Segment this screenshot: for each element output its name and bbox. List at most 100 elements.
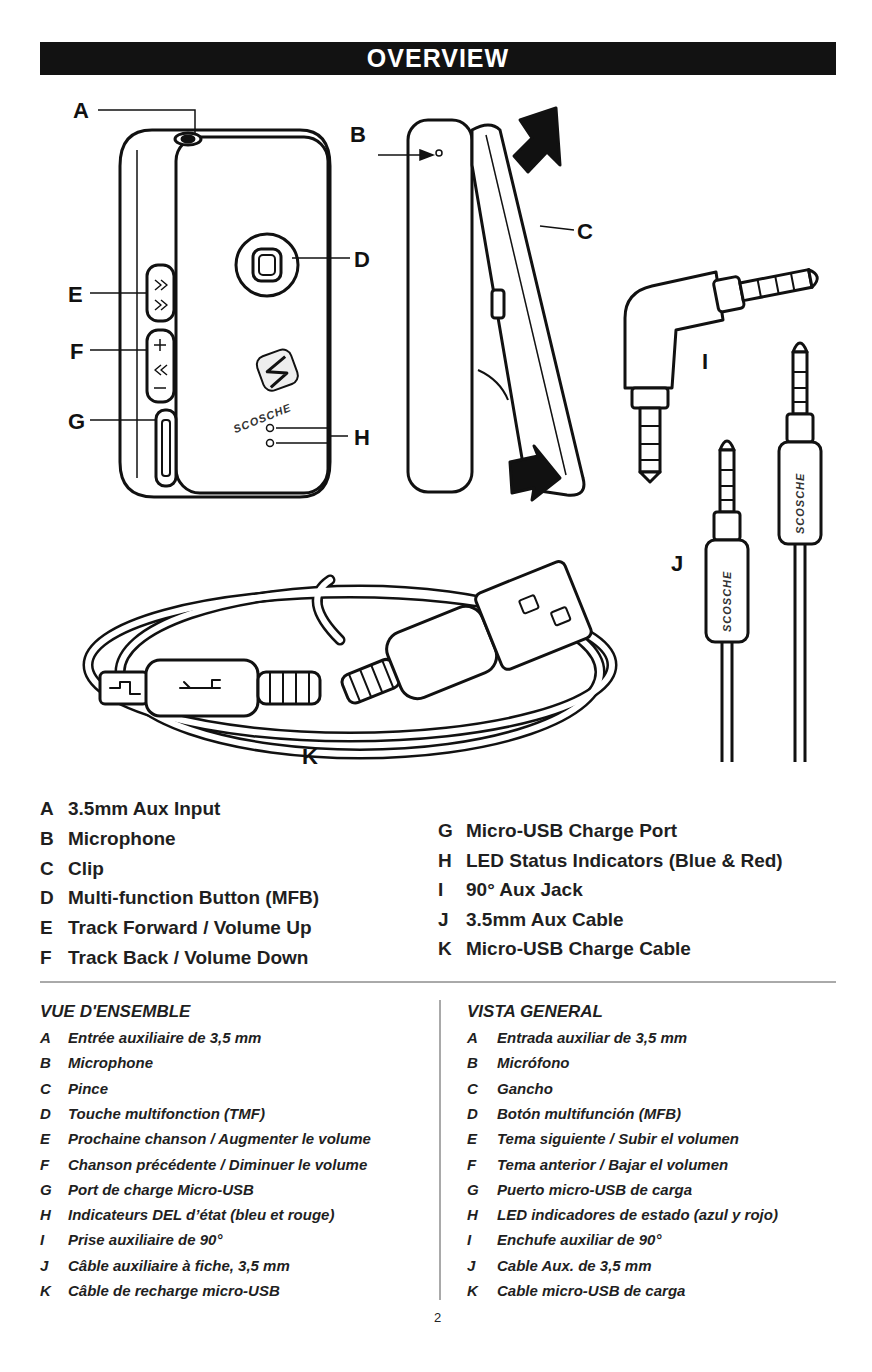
part-letter: E bbox=[467, 1131, 477, 1146]
part-name: Botón multifunción (MFB) bbox=[497, 1106, 681, 1121]
part-name: Port de charge Micro-USB bbox=[68, 1182, 254, 1197]
device-side bbox=[514, 108, 560, 172]
callout-letter: F bbox=[70, 341, 83, 363]
usb-cable bbox=[519, 595, 539, 614]
part-name: Prise auxiliaire de 90° bbox=[68, 1232, 222, 1247]
callout-letter: I bbox=[702, 351, 708, 373]
angled-aux-jack bbox=[640, 426, 660, 460]
device-front bbox=[120, 130, 330, 497]
angled-aux-jack bbox=[640, 472, 660, 482]
part-letter: I bbox=[40, 1232, 44, 1247]
part-letter: K bbox=[467, 1283, 478, 1298]
part-letter: B bbox=[40, 829, 54, 848]
device-front bbox=[175, 133, 201, 145]
device-side bbox=[436, 150, 442, 156]
aux-cable bbox=[720, 470, 734, 500]
part-name: Track Back / Volume Down bbox=[68, 948, 308, 967]
usb-cable bbox=[317, 580, 340, 640]
part-letter: I bbox=[438, 880, 443, 899]
callout-letter: B bbox=[350, 124, 366, 146]
page-title: OVERVIEW bbox=[367, 46, 509, 71]
part-name: Câble de recharge micro-USB bbox=[68, 1283, 280, 1298]
page-rules bbox=[440, 1000, 441, 1300]
part-name: Tema anterior / Bajar el volumen bbox=[497, 1157, 728, 1172]
part-letter: K bbox=[40, 1283, 51, 1298]
device-front bbox=[162, 420, 170, 476]
usb-cable bbox=[330, 559, 593, 729]
callout-letter: D bbox=[354, 249, 370, 271]
usb-cable bbox=[110, 682, 140, 694]
part-letter: E bbox=[40, 918, 53, 937]
leader-lines bbox=[90, 419, 156, 421]
part-letter: J bbox=[438, 910, 449, 929]
title-band: OVERVIEW bbox=[40, 42, 836, 75]
part-letter: B bbox=[467, 1055, 478, 1070]
part-letter: C bbox=[467, 1081, 478, 1096]
part-letter: D bbox=[467, 1106, 478, 1121]
leader-lines bbox=[90, 292, 146, 294]
device-side bbox=[472, 125, 584, 495]
device-side bbox=[478, 370, 508, 400]
device-front bbox=[136, 150, 138, 478]
angled-aux-jack bbox=[809, 268, 819, 287]
callout-letter: A bbox=[73, 100, 89, 122]
usb-cable bbox=[100, 559, 593, 729]
angled-aux-jack bbox=[632, 388, 668, 408]
part-name: Chanson précédente / Diminuer le volume bbox=[68, 1157, 367, 1172]
usb-cable bbox=[88, 559, 612, 754]
brand-logo: SCOSCHE bbox=[795, 473, 806, 534]
part-name: Touche multifonction (TMF) bbox=[68, 1106, 265, 1121]
part-name: Micrófono bbox=[497, 1055, 570, 1070]
part-letter: H bbox=[40, 1207, 51, 1222]
usb-cable bbox=[474, 559, 594, 671]
part-name: Gancho bbox=[497, 1081, 553, 1096]
part-letter: F bbox=[40, 1157, 49, 1172]
leader-lines bbox=[276, 428, 348, 443]
leader-lines bbox=[292, 257, 350, 259]
angled-aux-jack bbox=[758, 273, 795, 297]
part-name: Pince bbox=[68, 1081, 108, 1096]
part-name: 3.5mm Aux Cable bbox=[466, 910, 624, 929]
callout-letter: G bbox=[68, 411, 85, 433]
part-name: Indicateurs DEL d’état (bleu et rouge) bbox=[68, 1207, 334, 1222]
device-front bbox=[254, 347, 300, 393]
part-letter: F bbox=[40, 948, 52, 967]
leader-lines bbox=[90, 349, 146, 351]
device-side bbox=[510, 446, 560, 500]
part-name: Entrada auxiliar de 3,5 mm bbox=[497, 1030, 687, 1045]
device-side bbox=[408, 108, 584, 500]
part-letter: E bbox=[40, 1131, 50, 1146]
aux-cable bbox=[722, 642, 732, 762]
aux-cable bbox=[793, 352, 807, 414]
leader-lines bbox=[540, 226, 574, 230]
leader-lines bbox=[420, 150, 433, 160]
part-name: Microphone bbox=[68, 829, 176, 848]
device-front bbox=[263, 357, 294, 388]
leader-lines bbox=[98, 110, 195, 133]
aux-cable bbox=[779, 442, 821, 544]
part-name: Entrée auxiliaire de 3,5 mm bbox=[68, 1030, 261, 1045]
part-letter: I bbox=[467, 1232, 471, 1247]
part-letter: H bbox=[438, 851, 452, 870]
aux-cable bbox=[787, 414, 813, 442]
device-side bbox=[492, 290, 504, 318]
aux-cable bbox=[793, 372, 807, 402]
leader-lines bbox=[90, 110, 574, 443]
angled-aux-jack bbox=[740, 270, 812, 301]
part-name: 3.5mm Aux Input bbox=[68, 799, 220, 818]
callout-letter: C bbox=[577, 221, 593, 243]
usb-cable bbox=[88, 580, 612, 754]
part-letter: A bbox=[40, 1030, 51, 1045]
usb-cable bbox=[100, 672, 148, 704]
part-letter: G bbox=[40, 1182, 52, 1197]
device-front bbox=[147, 330, 174, 402]
part-name: LED indicadores de estado (azul y rojo) bbox=[497, 1207, 778, 1222]
device-front bbox=[156, 410, 176, 486]
device-front bbox=[259, 255, 275, 275]
part-name: Microphone bbox=[68, 1055, 153, 1070]
usb-cable bbox=[258, 672, 320, 704]
page-rules bbox=[40, 982, 836, 1300]
part-letter: A bbox=[40, 799, 54, 818]
part-letter: G bbox=[438, 821, 453, 840]
